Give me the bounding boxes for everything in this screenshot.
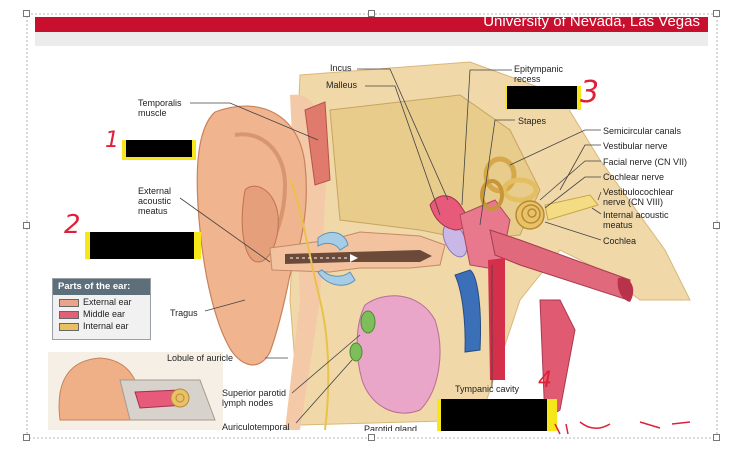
vestibulocochlear-nerve-shape: [544, 194, 599, 221]
label-facial-nerve: Facial nerve (CN VII): [603, 157, 688, 167]
canal-arrow: [350, 254, 358, 262]
legend-swatch: [59, 298, 79, 307]
parotid-gland-shape: [356, 295, 441, 414]
label-tragus: Tragus: [170, 308, 198, 318]
redaction-1: [126, 140, 192, 157]
facial-nerve-yellow: [289, 179, 330, 431]
label-vestibulocochlear-nerve: Vestibulocochlear nerve (CN VIII): [603, 187, 674, 207]
semicircular-canals-shape: [480, 156, 539, 211]
internal-carotid: [454, 269, 481, 353]
tube-opening: [617, 277, 634, 302]
legend-item-internal-ear: Internal ear: [59, 321, 150, 331]
handwritten-number-2: 2: [64, 210, 81, 240]
cochlea-shape: [515, 200, 545, 230]
label-malleus: Malleus: [326, 80, 358, 90]
label-incus: Incus: [330, 63, 352, 73]
legend-swatch: [59, 310, 79, 319]
canal-cartilage: [317, 231, 349, 251]
legend-item-label: External ear: [83, 297, 132, 307]
label-vestibular-nerve: Vestibular nerve: [603, 141, 668, 151]
legend-item-middle-ear: Middle ear: [59, 309, 150, 319]
label-epitympanic-recess: Epitympanic recess: [514, 64, 564, 84]
lymph-node-1: [360, 310, 376, 334]
label-cochlea: Cochlea: [603, 236, 637, 246]
lymph-node-2: [349, 342, 363, 362]
temporalis-muscle-shape: [304, 101, 331, 186]
label-semicircular-canals: Semicircular canals: [603, 126, 682, 136]
label-tympanic-cavity: Tympanic cavity: [455, 384, 520, 394]
leader-lines: [179, 68, 602, 424]
handwritten-number-1: 1: [105, 128, 119, 153]
legend-title: Parts of the ear:: [53, 279, 150, 295]
label-superior-parotid-lymph-nodes: Superior parotid lymph nodes: [222, 388, 287, 408]
canal-cartilage-lower: [317, 269, 356, 286]
resize-handle-middle-left[interactable]: [23, 222, 30, 229]
handwritten-number-4: 4: [538, 368, 552, 393]
legend-box: Parts of the ear: External ear Middle ea…: [52, 278, 151, 340]
resize-handle-top-center[interactable]: [368, 10, 375, 17]
label-parotid-gland: Parotid gland: [364, 424, 418, 431]
header-grey-bar: [35, 32, 708, 46]
label-lobule-of-auricle: Lobule of auricle: [167, 353, 234, 363]
label-internal-acoustic-meatus: Internal acoustic meatus: [603, 210, 669, 230]
legend-item-label: Middle ear: [83, 309, 126, 319]
banner-title: University of Nevada, Las Vegas: [483, 13, 700, 30]
resize-handle-bottom-right[interactable]: [713, 434, 720, 441]
label-stapes: Stapes: [518, 116, 547, 126]
legend-swatch: [59, 322, 79, 331]
resize-handle-bottom-left[interactable]: [23, 434, 30, 441]
legend-item-label: Internal ear: [83, 321, 129, 331]
canal-lumen: [285, 250, 432, 264]
resize-handle-bottom-center[interactable]: [368, 434, 375, 441]
label-temporalis-muscle: Temporalis muscle: [138, 98, 182, 118]
label-cochlear-nerve: Cochlear nerve: [603, 172, 665, 182]
redaction-3: [507, 86, 577, 109]
redaction-4: [441, 399, 547, 431]
university-banner: University of Nevada, Las Vegas: [35, 13, 708, 32]
handwritten-number-3: 3: [580, 75, 600, 110]
resize-handle-middle-right[interactable]: [713, 222, 720, 229]
legend-item-external-ear: External ear: [59, 297, 150, 307]
resize-handle-top-right[interactable]: [713, 10, 720, 17]
label-external-acoustic-meatus: External acoustic meatus: [138, 186, 172, 216]
inset-ear-illustration: [48, 352, 223, 430]
resize-handle-top-left[interactable]: [23, 10, 30, 17]
redaction-2: [90, 232, 194, 259]
label-auriculotemporal: Auriculotemporal: [222, 422, 290, 431]
